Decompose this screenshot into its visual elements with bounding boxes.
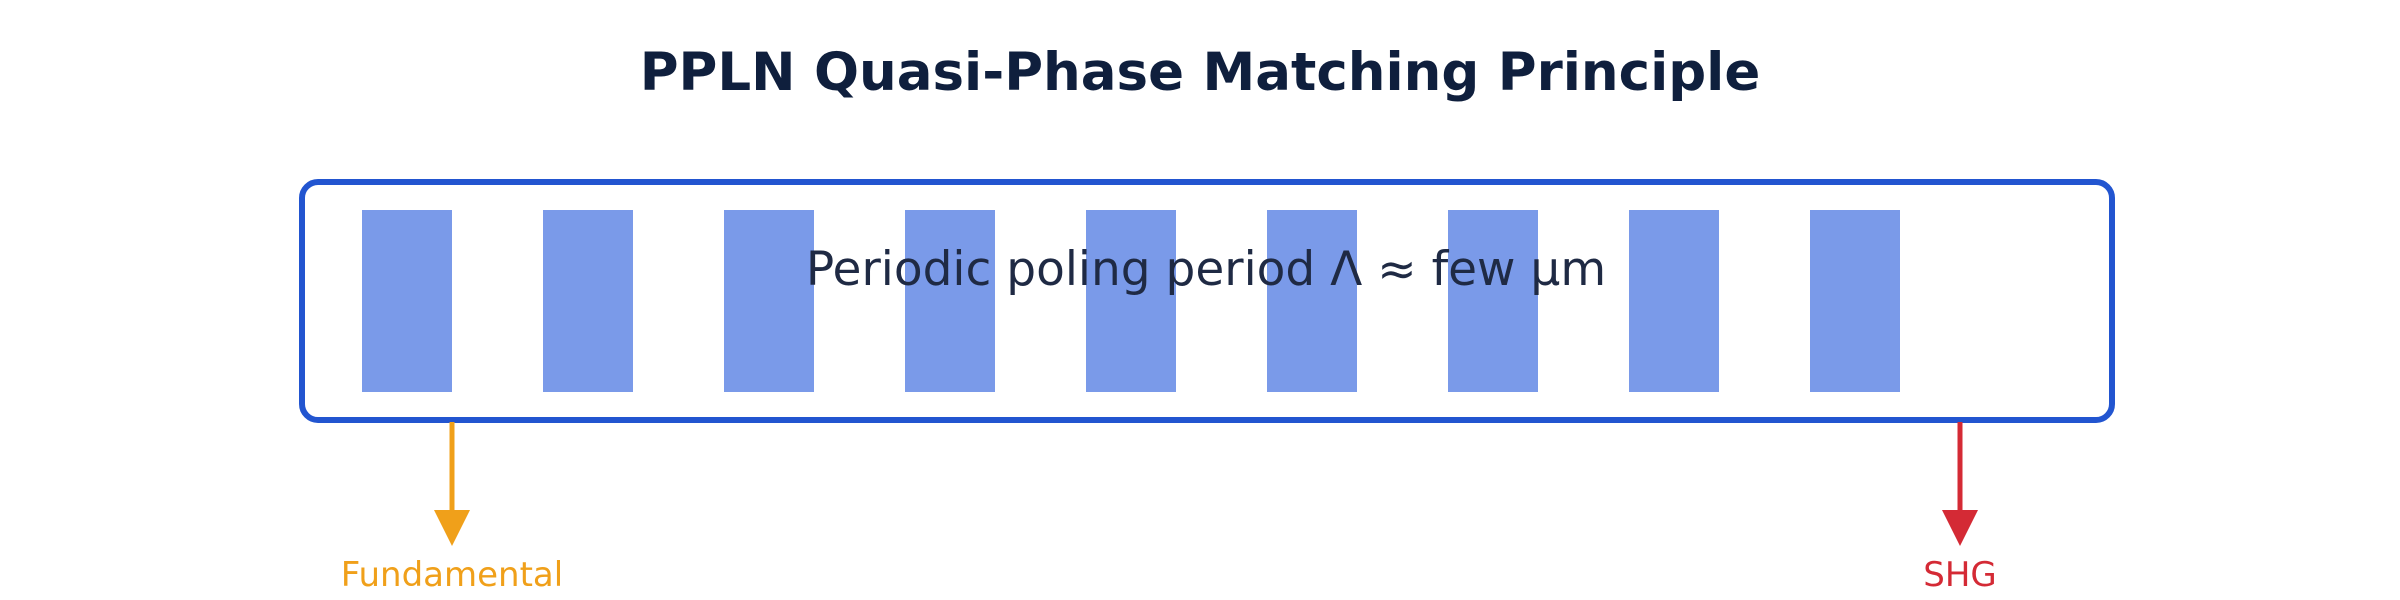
fundamental-input: Fundamental <box>341 422 563 595</box>
poled-domain <box>724 210 814 392</box>
poled-domain <box>1629 210 1719 392</box>
fundamental-arrow-head <box>434 510 470 546</box>
poled-domain <box>1086 210 1176 392</box>
poled-domain <box>1448 210 1538 392</box>
poled-domain <box>1810 210 1900 392</box>
poled-domain <box>1267 210 1357 392</box>
fundamental-label: Fundamental <box>341 555 563 595</box>
poled-domains <box>362 210 1900 392</box>
shg-arrow-head <box>1942 510 1978 546</box>
poled-domain <box>905 210 995 392</box>
poled-domain <box>543 210 633 392</box>
poled-domain <box>362 210 452 392</box>
shg-label: SHG <box>1923 555 1997 595</box>
shg-output: SHG <box>1923 422 1997 595</box>
poling-period-label: Periodic poling period Λ ≈ few μm <box>806 242 1606 297</box>
diagram-title: PPLN Quasi-Phase Matching Principle <box>640 42 1761 103</box>
